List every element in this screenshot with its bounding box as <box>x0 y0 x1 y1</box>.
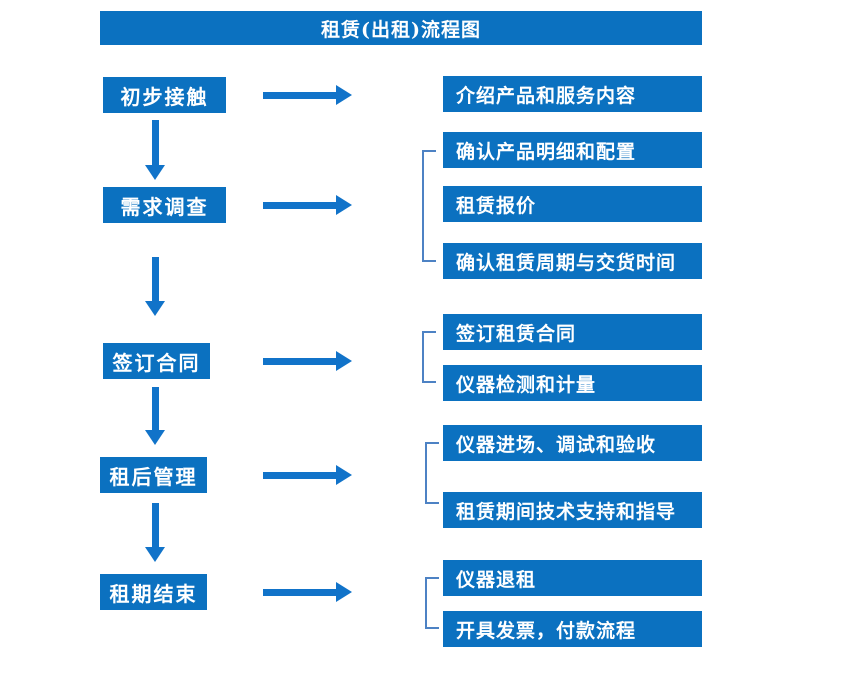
arrow-shaft <box>151 503 159 547</box>
group-bracket-post-rental-management <box>425 442 439 504</box>
detail-box-rental-quote: 租赁报价 <box>443 186 702 222</box>
group-bracket-demand-survey <box>422 150 436 262</box>
arrow-shaft <box>151 257 159 301</box>
arrow-head <box>336 85 352 105</box>
right-arrow <box>263 582 352 602</box>
page-title: 租赁(出租)流程图 <box>100 11 702 45</box>
down-arrow <box>145 257 165 316</box>
arrow-shaft <box>151 387 159 430</box>
stage-box-initial-contact: 初步接触 <box>103 77 226 113</box>
arrow-shaft <box>263 357 336 365</box>
arrow-shaft <box>263 588 336 596</box>
arrow-head <box>336 195 352 215</box>
arrow-head <box>336 582 352 602</box>
arrow-head <box>336 465 352 485</box>
arrow-shaft <box>263 471 336 479</box>
detail-box-sign-rental-contract: 签订租赁合同 <box>443 314 702 350</box>
detail-box-instrument-testing: 仪器检测和计量 <box>443 365 702 401</box>
down-arrow <box>145 120 165 180</box>
detail-box-confirm-period-delivery: 确认租赁周期与交货时间 <box>443 243 702 279</box>
arrow-shaft <box>263 201 336 209</box>
arrow-shaft <box>263 91 336 99</box>
arrow-head <box>336 351 352 371</box>
detail-box-invoice-payment: 开具发票，付款流程 <box>443 611 702 647</box>
group-bracket-rental-end <box>425 577 439 629</box>
arrow-head <box>145 165 165 180</box>
arrow-head <box>145 547 165 562</box>
right-arrow <box>263 195 352 215</box>
detail-box-confirm-product-config: 确认产品明细和配置 <box>443 132 702 168</box>
stage-box-sign-contract: 签订合同 <box>103 343 210 379</box>
stage-box-post-rental-management: 租后管理 <box>100 457 207 493</box>
right-arrow <box>263 85 352 105</box>
detail-box-instrument-setup-acceptance: 仪器进场、调试和验收 <box>443 425 702 461</box>
detail-box-instrument-return: 仪器退租 <box>443 560 702 596</box>
down-arrow <box>145 387 165 445</box>
right-arrow <box>263 351 352 371</box>
right-arrow <box>263 465 352 485</box>
stage-box-rental-end: 租期结束 <box>100 574 207 610</box>
stage-box-demand-survey: 需求调查 <box>103 187 226 223</box>
down-arrow <box>145 503 165 562</box>
arrow-shaft <box>151 120 159 165</box>
arrow-head <box>145 430 165 445</box>
arrow-head <box>145 301 165 316</box>
detail-box-introduce-products: 介绍产品和服务内容 <box>443 76 702 112</box>
detail-box-tech-support: 租赁期间技术支持和指导 <box>443 492 702 528</box>
group-bracket-sign-contract <box>422 331 436 383</box>
